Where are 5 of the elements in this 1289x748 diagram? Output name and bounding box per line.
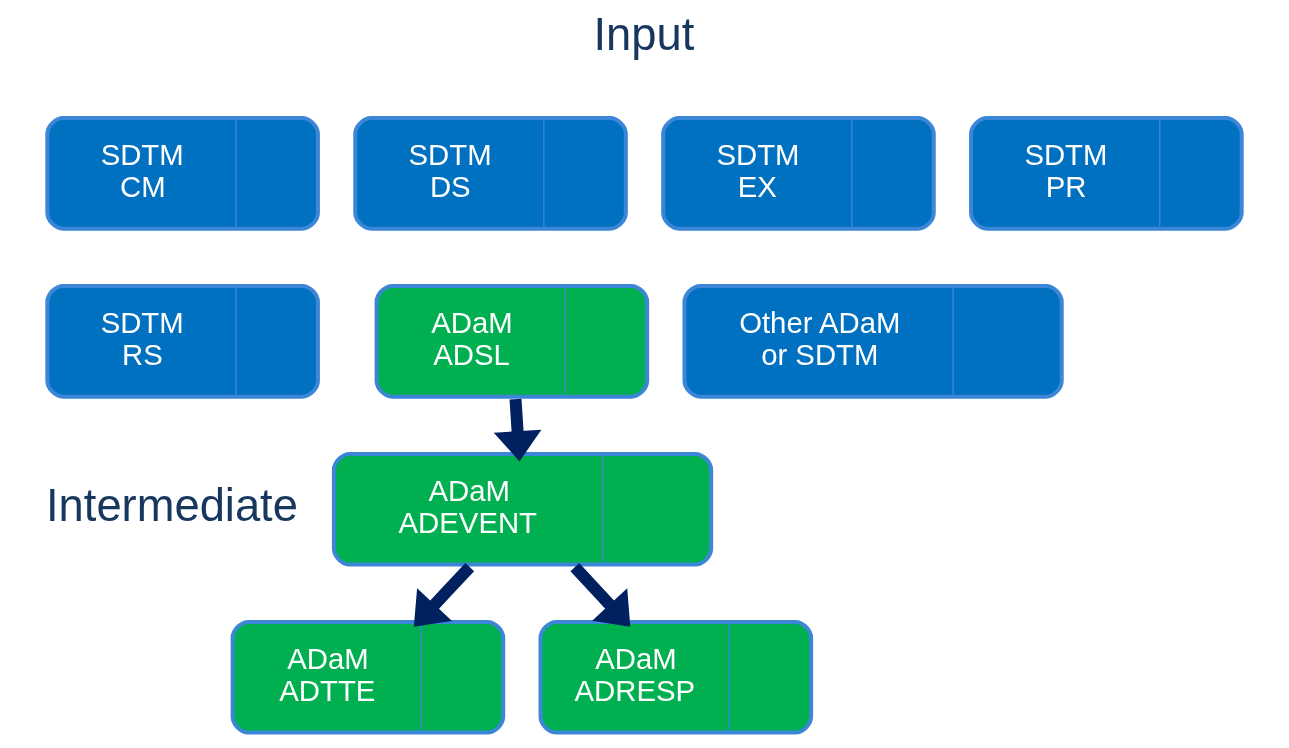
- label: Intermediate: [46, 479, 298, 531]
- arrow: [570, 562, 631, 627]
- arrow: [413, 562, 475, 627]
- arrow: [493, 398, 542, 462]
- label: Input: [593, 8, 695, 60]
